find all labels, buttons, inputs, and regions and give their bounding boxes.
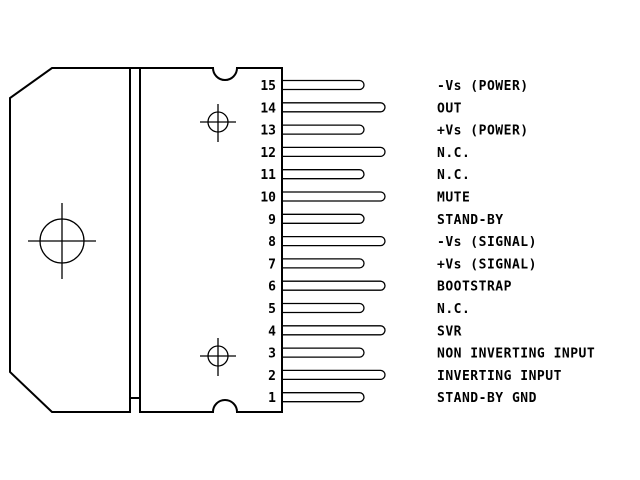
pin-lead	[282, 169, 365, 180]
pin-lead	[282, 369, 386, 381]
pin-name: -Vs (SIGNAL)	[437, 235, 537, 250]
pin-number: 12	[260, 146, 276, 161]
pin-number: 11	[260, 168, 276, 183]
pin-lead	[282, 102, 386, 113]
pin-number: 7	[268, 257, 276, 272]
pin-name: +Vs (POWER)	[437, 124, 529, 139]
pin-name: STAND-BY GND	[437, 391, 537, 406]
heatsink-tab-body	[9, 67, 131, 413]
pin-name: INVERTING INPUT	[437, 369, 562, 384]
pin-lead	[282, 347, 365, 358]
package-body	[139, 67, 283, 413]
pin-lead	[282, 146, 386, 158]
pin-leads	[282, 79, 386, 403]
pin-lead	[282, 191, 386, 202]
pin-lead	[282, 79, 365, 91]
pin-number: 4	[268, 324, 276, 339]
pin-lead	[282, 258, 365, 269]
pin-numbers: 15 14 13 12 11 10 9 8 7 6 5 4 3 2 1	[260, 79, 276, 406]
pin-names: -Vs (POWER) OUT +Vs (POWER) N.C. N.C. MUTE STA…	[437, 79, 595, 406]
pin-number: 3	[268, 347, 276, 362]
pin-lead	[282, 124, 365, 135]
mounting-hole-large-icon	[28, 203, 96, 279]
pin-lead	[282, 235, 386, 247]
pin-number: 10	[260, 191, 276, 206]
pin-number: 1	[268, 391, 276, 406]
pin-number: 13	[260, 124, 276, 139]
pin-name: NON INVERTING INPUT	[437, 347, 595, 362]
pin-number: 6	[268, 280, 276, 295]
pin-name: MUTE	[437, 191, 470, 206]
pin-number: 8	[268, 235, 276, 250]
pin-name: STAND-BY	[437, 213, 504, 228]
crosshair-bottom-icon	[200, 338, 236, 376]
pin-name: -Vs (POWER)	[437, 79, 529, 94]
pin-number: 14	[260, 101, 276, 116]
pin-number: 5	[268, 302, 276, 317]
pin-number: 9	[268, 213, 276, 228]
pin-lead	[282, 213, 365, 224]
pin-name: N.C.	[437, 168, 470, 183]
pin-number: 2	[268, 369, 276, 384]
pin-name: +Vs (SIGNAL)	[437, 257, 537, 272]
pin-name: N.C.	[437, 146, 470, 161]
pin-number: 15	[260, 79, 276, 94]
pin-name: OUT	[437, 101, 462, 116]
pin-lead	[282, 325, 386, 336]
crosshair-top-icon	[200, 104, 236, 142]
pin-name: SVR	[437, 324, 462, 339]
heatsink-tab	[129, 67, 140, 399]
pin-name: BOOTSTRAP	[437, 280, 512, 295]
pin-lead	[282, 280, 386, 291]
pin-lead	[282, 302, 365, 314]
pin-name: N.C.	[437, 302, 470, 317]
pin-lead	[282, 392, 365, 403]
